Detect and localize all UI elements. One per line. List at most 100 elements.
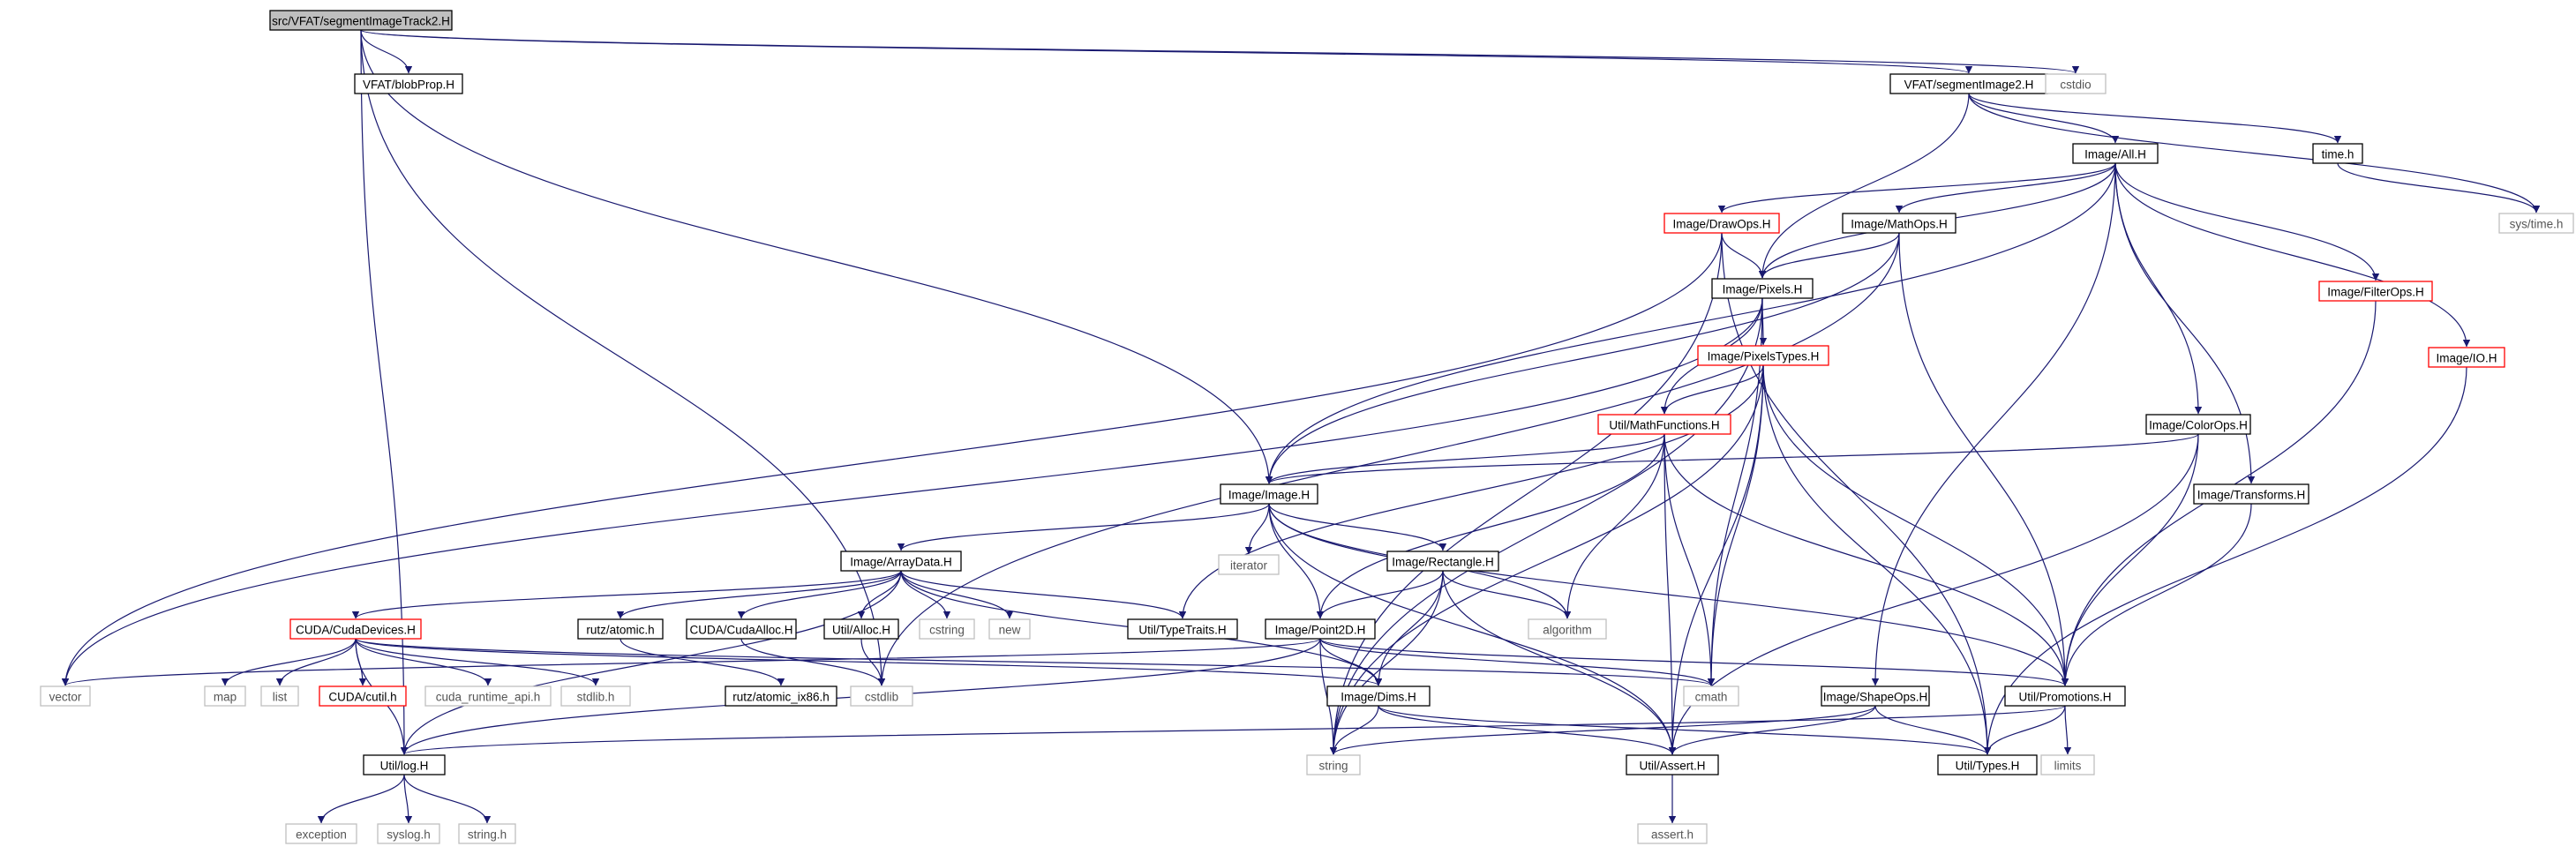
edge-arrayData-to-typeTraits (900, 570, 1187, 619)
node-label: Image/ColorOps.H (2149, 419, 2248, 432)
edge-pixelsTypes-to-string (1329, 364, 1764, 755)
node-mathFunctions[interactable]: Util/MathFunctions.H (1597, 414, 1731, 435)
edge-cudaDevices-to-map (221, 638, 357, 686)
node-mathOps[interactable]: Image/MathOps.H (1842, 213, 1956, 234)
edge-imageIO-to-types (1983, 366, 2467, 755)
node-label: Util/Promotions.H (2018, 691, 2111, 704)
node-algorithm: algorithm (1528, 618, 1607, 640)
node-box (850, 685, 913, 707)
node-dims[interactable]: Image/Dims.H (1326, 685, 1431, 707)
node-imageAll[interactable]: Image/All.H (2072, 143, 2159, 164)
edge-segmentImage2-to-timeh (1968, 93, 2342, 144)
node-cmath: cmath (1683, 685, 1739, 707)
edge-root-to-blobProp (360, 29, 413, 74)
node-label: Image/FilterOps.H (2327, 286, 2424, 299)
node-box (919, 618, 975, 640)
edge-mathFunctions-to-point2D (1316, 433, 1665, 619)
node-stdlibh: stdlib.h (560, 685, 631, 707)
node-arrayData[interactable]: Image/ArrayData.H (840, 551, 962, 572)
node-atomicIx86[interactable]: rutz/atomic_ix86.h (725, 685, 837, 707)
node-cudaAlloc[interactable]: CUDA/CudaAlloc.H (686, 618, 797, 640)
node-box (1821, 685, 1930, 707)
node-assert: assert.h (1637, 823, 1708, 844)
node-label: iterator (1230, 559, 1268, 573)
node-shapeOps[interactable]: Image/ShapeOps.H (1821, 685, 1930, 707)
edge-colorOps-to-promotions (2061, 433, 2199, 686)
edge-imageAll-to-colorOps (2114, 162, 2203, 415)
node-types[interactable]: Util/Types.H (1937, 754, 2038, 775)
node-label: Image/Rectangle.H (1392, 556, 1494, 569)
node-label: src/VFAT/segmentImageTrack2.H (272, 15, 450, 28)
edge-segmentImage2-to-systime (1968, 93, 2541, 214)
edge-point2D-to-cmath (1319, 638, 1716, 686)
node-syslog: syslog.h (377, 823, 440, 844)
node-cutil[interactable]: CUDA/cutil.h (319, 685, 407, 707)
node-pixelsTypes[interactable]: Image/PixelsTypes.H (1697, 345, 1829, 366)
node-filterOps[interactable]: Image/FilterOps.H (2318, 281, 2433, 302)
node-label: cuda_runtime_api.h (436, 691, 541, 704)
edge-mathFunctions-to-algorithm (1563, 433, 1665, 619)
node-box (823, 618, 899, 640)
node-box (269, 10, 453, 31)
edge-pixelsTypes-to-cmath (1707, 364, 1764, 686)
node-box (289, 618, 422, 640)
node-cstdlib: cstdlib (850, 685, 913, 707)
node-segmentImage2[interactable]: VFAT/segmentImage2.H (1889, 73, 2048, 94)
node-imageH[interactable]: Image/Image.H (1220, 483, 1318, 505)
node-label: Util/Alloc.H (832, 624, 890, 637)
node-utilAlloc[interactable]: Util/Alloc.H (823, 618, 899, 640)
node-pixels[interactable]: Image/Pixels.H (1711, 278, 1814, 299)
node-assertH[interactable]: Util/Assert.H (1626, 754, 1719, 775)
node-blobProp[interactable]: VFAT/blobProp.H (354, 73, 463, 94)
node-label: Image/Point2D.H (1275, 624, 1366, 637)
edge-pixelsTypes-to-types (1762, 364, 1992, 755)
node-promotions[interactable]: Util/Promotions.H (2004, 685, 2126, 707)
node-rutzAtomic[interactable]: rutz/atomic.h (577, 618, 664, 640)
node-box (988, 618, 1031, 640)
node-label: Image/Transforms.H (2197, 489, 2306, 502)
node-label: CUDA/CudaDevices.H (296, 624, 416, 637)
node-box (204, 685, 246, 707)
node-rectangle[interactable]: Image/Rectangle.H (1386, 551, 1499, 572)
edge-arrayData-to-cstring (900, 570, 951, 619)
edge-segmentImage2-to-imageAll (1968, 93, 2120, 144)
node-label: CUDA/cutil.h (328, 691, 396, 704)
node-cudaDevices[interactable]: CUDA/CudaDevices.H (289, 618, 422, 640)
node-box (2045, 73, 2107, 94)
node-label: Image/IO.H (2436, 352, 2497, 365)
node-root[interactable]: src/VFAT/segmentImageTrack2.H (269, 10, 453, 31)
node-imageIO[interactable]: Image/IO.H (2428, 347, 2505, 368)
node-typeTraits[interactable]: Util/TypeTraits.H (1127, 618, 1238, 640)
node-drawOps[interactable]: Image/DrawOps.H (1664, 213, 1780, 234)
node-label: Util/Types.H (1956, 760, 2020, 773)
edge-arrayData-to-rutzAtomic (616, 570, 902, 619)
node-label: syslog.h (387, 828, 431, 842)
edge-rectangle-to-algorithm (1442, 570, 1572, 619)
node-newh: new (988, 618, 1031, 640)
node-label: map (214, 691, 237, 704)
node-timeh[interactable]: time.h (2312, 143, 2363, 164)
node-vector: vector (40, 685, 91, 707)
edge-cudaAlloc-to-cstdlib (740, 638, 886, 686)
node-box (1842, 213, 1956, 234)
node-log[interactable]: Util/log.H (363, 754, 446, 775)
node-box (1697, 345, 1829, 366)
node-label: cmath (1695, 691, 1728, 704)
node-transforms[interactable]: Image/Transforms.H (2193, 483, 2309, 505)
edge-mathFunctions-to-imageH (1265, 433, 1665, 484)
node-point2D[interactable]: Image/Point2D.H (1265, 618, 1376, 640)
node-colorOps[interactable]: Image/ColorOps.H (2145, 414, 2251, 435)
edge-mathFunctions-to-promotions (1664, 433, 2069, 686)
edge-rectangle-to-dims (1374, 570, 1444, 686)
edge-rectangle-to-point2D (1316, 570, 1444, 619)
edge-shapeOps-to-assertH (1668, 705, 1876, 755)
edge-cudaDevices-to-list (275, 638, 357, 686)
node-label: exception (296, 828, 347, 842)
node-label: Image/MathOps.H (1851, 218, 1948, 231)
node-box (2318, 281, 2433, 302)
edge-shapeOps-to-types (1874, 705, 1992, 755)
node-box (377, 823, 440, 844)
edge-imageH-to-assertH (1268, 503, 1677, 755)
node-label: cstdlib (865, 691, 898, 704)
edge-imageH-to-promotions (1268, 503, 2069, 686)
